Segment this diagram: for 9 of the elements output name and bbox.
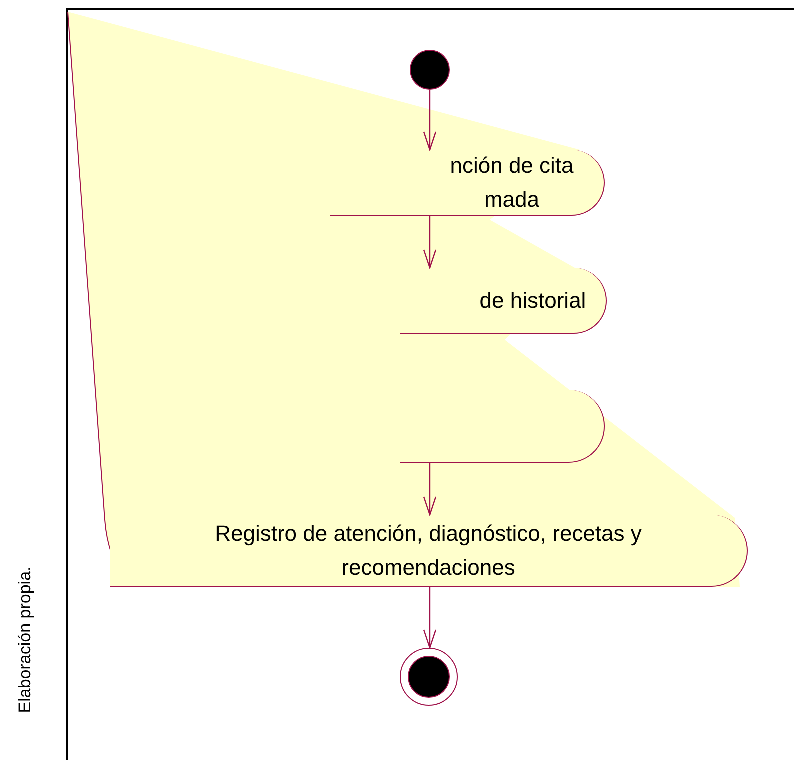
activity-label: nción de cita mada xyxy=(449,152,575,214)
activity-label: Registro de atención, diagnóstico, recetas y recomendaciones xyxy=(214,520,643,582)
source-note: Elaboración propia. xyxy=(14,566,36,714)
arrow xyxy=(423,587,437,649)
start-node xyxy=(410,50,450,90)
activity-label: de historial xyxy=(480,286,586,314)
arrow xyxy=(423,463,437,516)
arrow xyxy=(423,216,437,269)
arrow xyxy=(423,90,437,151)
